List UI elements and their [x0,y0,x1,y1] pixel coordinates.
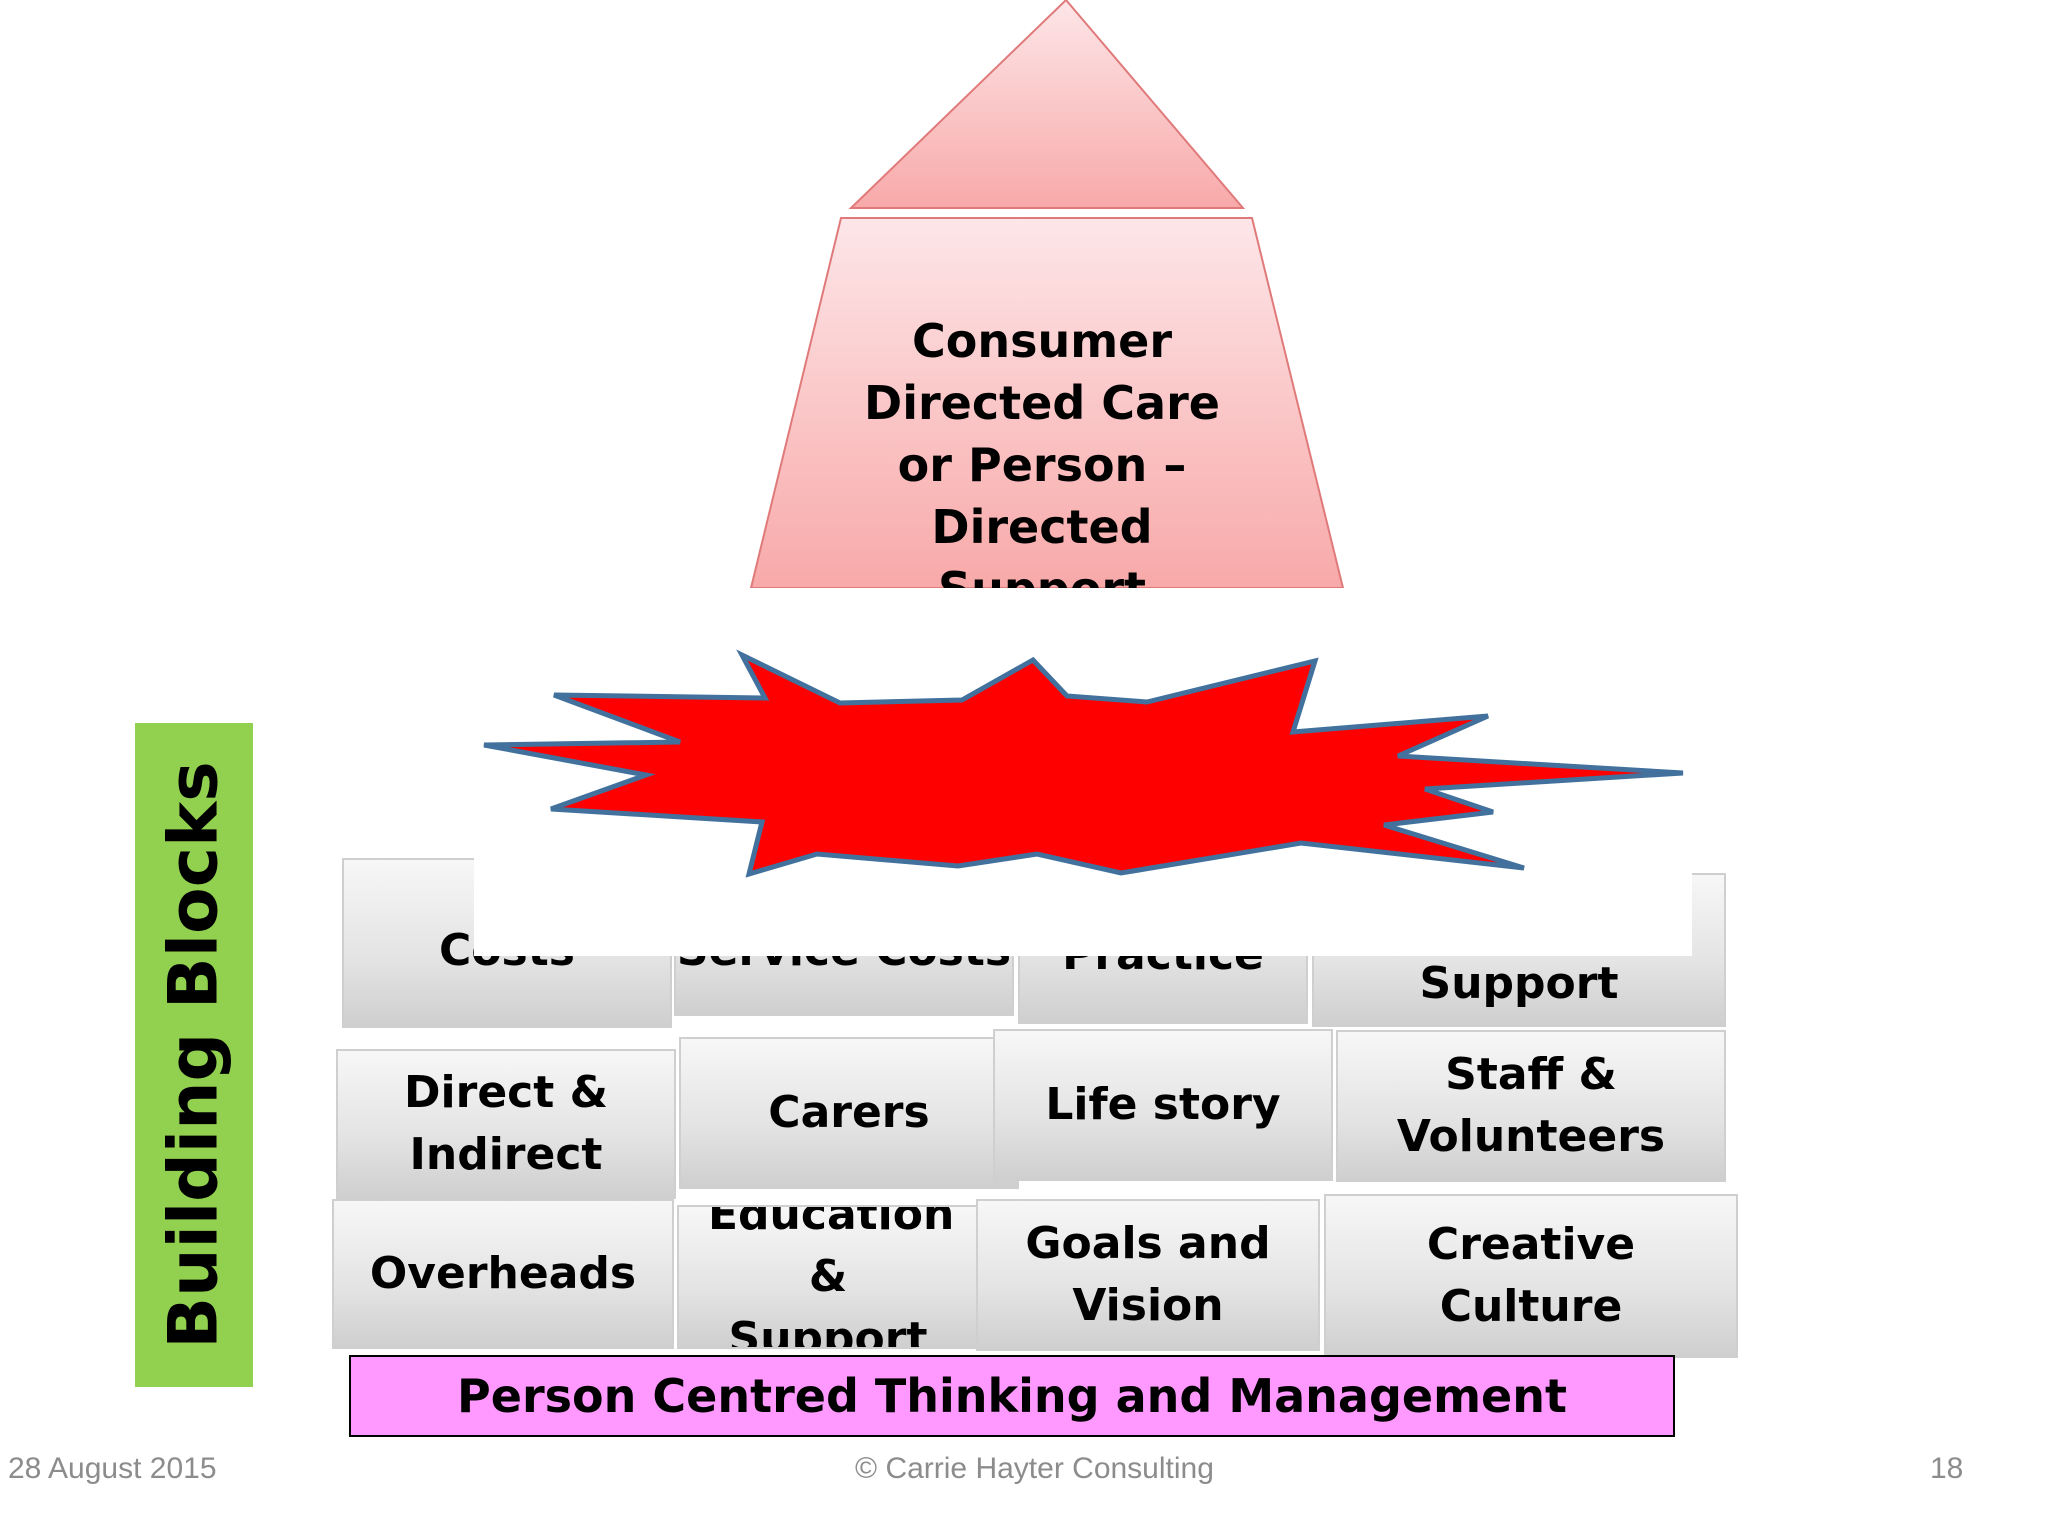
block-carers: Carers [679,1037,1019,1189]
block-staff-volunteers: Staff & Volunteers [1336,1030,1726,1182]
footer-copyright: © Carrie Hayter Consulting [855,1452,1214,1485]
block-label: Creative Culture [1426,1219,1636,1332]
block-label: Education & Support [708,1205,955,1349]
explosion-burst [483,649,1684,878]
block-overheads: Overheads [332,1199,674,1349]
block-label: Staff & Volunteers [1396,1049,1666,1162]
block-goals-vision: Goals and Vision [976,1199,1320,1351]
block-label: Goals and Vision [1025,1218,1271,1331]
building-blocks-bar [135,723,253,1387]
slide-number: 18 [1930,1452,1964,1485]
block-label: Carers [768,1087,930,1138]
base-label: Person Centred Thinking and Management [457,1369,1567,1423]
roof-peak [848,0,1246,209]
block-direct-indirect: Direct & Indirect [336,1049,676,1199]
block-label: Overheads [369,1248,637,1299]
block-label: Life story [1045,1079,1281,1130]
block-label: Support [1419,958,1619,1009]
base-bar: Person Centred Thinking and Management [349,1355,1675,1437]
block-education-support: Education & Support [677,1205,979,1349]
block-label: Direct & Indirect [404,1067,608,1180]
footer-date: 28 August 2015 [8,1452,217,1485]
block-life-story: Life story [993,1029,1333,1181]
